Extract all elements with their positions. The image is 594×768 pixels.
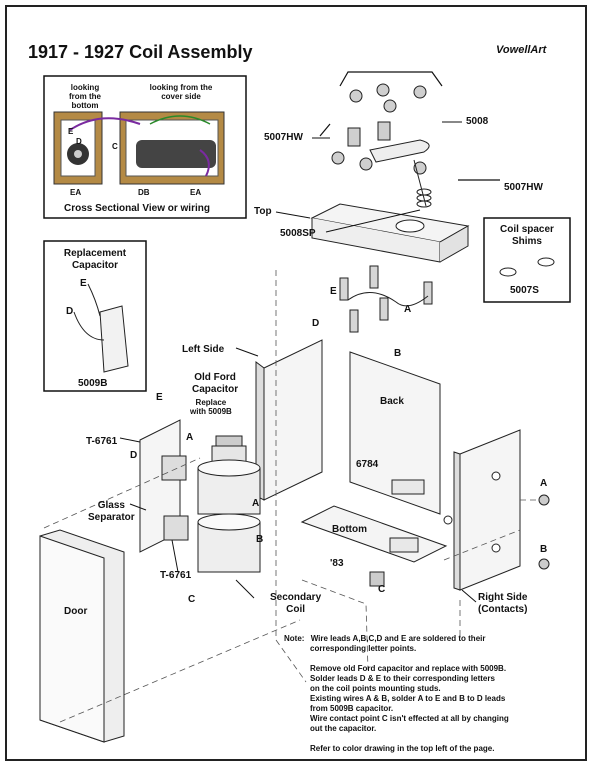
- wire-letter-a-coil: A: [252, 498, 260, 509]
- label-t6761-2: T-6761: [160, 570, 192, 581]
- wire-letter-a-top: A: [404, 304, 412, 315]
- notes-block: Note: Wire leads A,B,C,D and E are solde…: [284, 634, 509, 754]
- note-line-8: Wire contact point C isn't effected at a…: [310, 714, 509, 723]
- wire-letter-a-right: A: [540, 478, 548, 489]
- label-5007hw-1: 5007HW: [264, 132, 303, 143]
- wire-letter-c-coil: C: [188, 594, 196, 605]
- note-line-3: Remove old Ford capacitor and replace wi…: [310, 664, 507, 673]
- wire-letter-c-bottom: C: [378, 584, 386, 595]
- label-old-ford-capacitor: Old Ford Capacitor: [192, 372, 239, 395]
- note-line-4: Solder leads D & E to their correspondin…: [310, 674, 495, 683]
- wire-letter-b-right: B: [540, 544, 548, 555]
- label-replace-with: Replace with 5009B: [190, 398, 232, 416]
- replacement-title: Replacement Capacitor: [63, 248, 127, 271]
- label-glass-separator: Glass Separator: [88, 500, 135, 523]
- note-line-1: corresponding letter points.: [310, 644, 417, 653]
- label-top: Top: [254, 206, 272, 217]
- note-line-6: Existing wires A & B, solder A to E and …: [310, 694, 506, 703]
- replacement-part: 5009B: [78, 378, 108, 389]
- label-right-side: Right Side (Contacts): [478, 592, 528, 615]
- page-title: 1917 - 1927 Coil Assembly: [28, 42, 253, 62]
- wire-letter-a-cap: A: [186, 432, 194, 443]
- label-t6761-1: T-6761: [86, 436, 118, 447]
- inset-letter-ea-2: EA: [190, 188, 202, 197]
- spacer-frame: [483, 217, 571, 303]
- note-line-5: on the coil points mounting studs.: [310, 684, 441, 693]
- note-line-11: Refer to color drawing in the top left o…: [310, 744, 495, 753]
- wire-letter-d-top: D: [312, 318, 320, 329]
- wire-letter-e-top: E: [330, 286, 337, 297]
- label-5007hw-2: 5007HW: [504, 182, 543, 193]
- label-bottom: Bottom: [332, 524, 367, 535]
- inset-letter-db: DB: [138, 188, 150, 197]
- brand-label: VowellArt: [496, 44, 547, 56]
- inset-caption: Cross Sectional View or wiring: [64, 203, 210, 214]
- inset-letter-e: E: [68, 127, 74, 136]
- capacitor-5009b: [99, 305, 129, 373]
- back-panel: [349, 351, 441, 515]
- replacement-frame: [43, 240, 147, 392]
- note-line-0: Wire leads A,B,C,D and E are soldered to…: [310, 634, 486, 643]
- label-83: '83: [330, 558, 344, 569]
- label-left-side: Left Side: [182, 344, 225, 355]
- spacer-part: 5007S: [510, 285, 539, 296]
- label-6784: 6784: [356, 459, 379, 470]
- note-lead: Note:: [284, 634, 305, 643]
- inset-coil-body: [136, 140, 216, 168]
- wire-letter-d-cap: D: [130, 450, 138, 461]
- wire-letter-e-cap: E: [156, 392, 163, 403]
- guide-lines: [43, 270, 540, 723]
- inset-label-bottom: looking from the bottom: [69, 83, 101, 110]
- inset-letter-c: C: [112, 142, 118, 151]
- note-line-7: from 5009B capacitor.: [310, 704, 394, 713]
- replacement-lead-d: D: [66, 306, 74, 317]
- label-back: Back: [380, 396, 404, 407]
- spring-5008sp: [416, 188, 432, 208]
- part-5008-strap: [369, 139, 430, 163]
- label-5008sp: 5008SP: [280, 228, 316, 239]
- note-line-9: out the capacitor.: [310, 724, 377, 733]
- wire-letter-b-coil: B: [256, 534, 264, 545]
- inset-letter-ea-1: EA: [70, 188, 82, 197]
- spacer-title: Coil spacer Shims: [500, 224, 554, 247]
- inset-label-cover: looking from the cover side: [149, 83, 213, 101]
- label-5008: 5008: [466, 116, 489, 127]
- replacement-lead-e: E: [80, 278, 87, 289]
- label-door: Door: [64, 606, 88, 617]
- top-hardware: [331, 83, 427, 175]
- inset-letter-d: D: [76, 137, 82, 146]
- old-ford-capacitor: [139, 419, 189, 553]
- bottom-plate: [300, 505, 448, 563]
- part-6784: [391, 479, 425, 495]
- secondary-coil: [197, 435, 261, 573]
- right-side-panel: [459, 429, 521, 591]
- page-frame: [5, 5, 587, 761]
- label-secondary-coil: Secondary Coil: [270, 592, 322, 615]
- contact-studs: [339, 265, 433, 333]
- leader-lines: [119, 121, 477, 603]
- right-contact-nuts: [538, 494, 550, 570]
- wire-letter-b-top: B: [394, 348, 402, 359]
